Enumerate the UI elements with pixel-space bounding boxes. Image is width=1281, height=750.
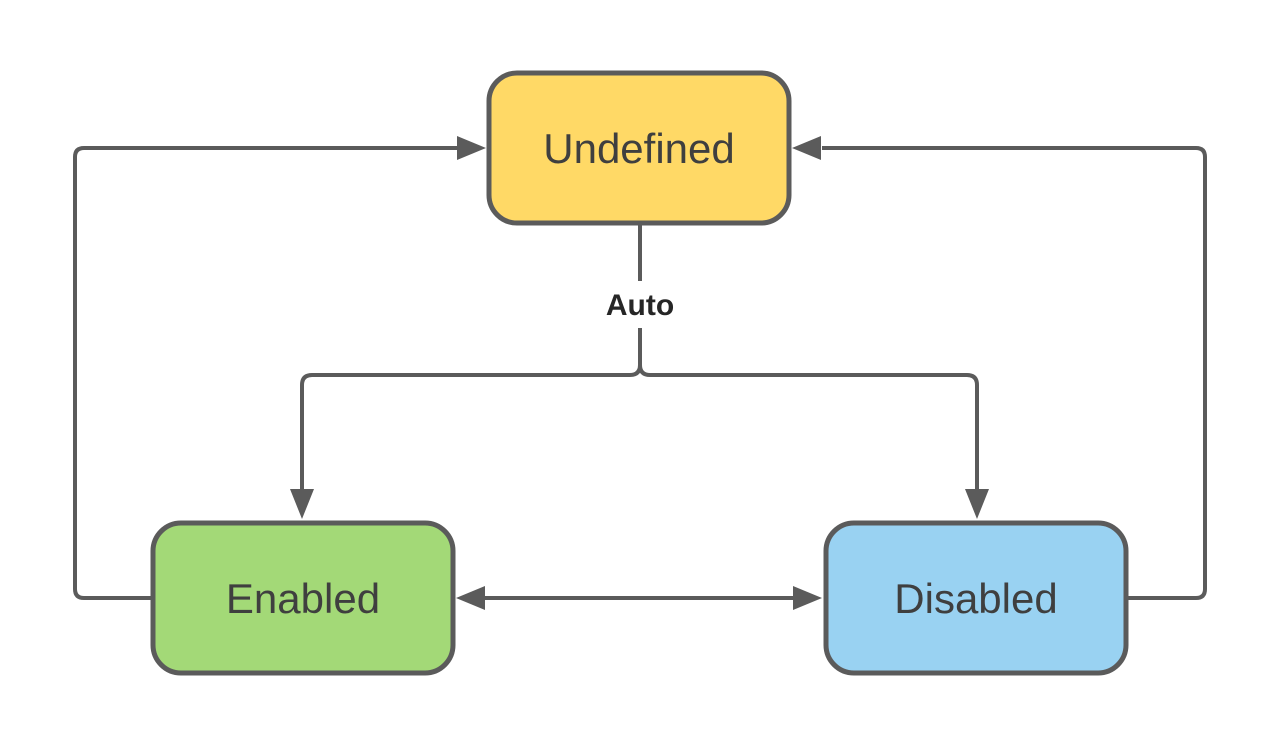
node-disabled-box	[823, 520, 1129, 676]
arrowhead-into-undefined-left-icon	[457, 136, 486, 160]
node-enabled-box	[150, 520, 456, 676]
arrowhead-into-enabled-top-icon	[290, 489, 314, 519]
edge-lines	[73, 146, 1207, 600]
node-labels: Undefined Enabled Disabled	[226, 125, 1058, 622]
arrowhead-into-enabled-right-icon	[456, 586, 485, 610]
arrowheads	[290, 136, 989, 610]
arrowhead-into-disabled-left-icon	[793, 586, 822, 610]
node-undefined-box	[486, 70, 792, 226]
edge-disabled-to-undefined	[822, 146, 1207, 600]
node-disabled-label: Disabled	[894, 575, 1057, 622]
node-enabled-label: Enabled	[226, 575, 380, 622]
edge-enabled-to-undefined	[73, 146, 458, 600]
edge-label-auto: Auto	[606, 289, 674, 322]
edge-auto-to-disabled	[638, 328, 979, 491]
arrowhead-into-disabled-top-icon	[965, 489, 989, 519]
nodes	[150, 70, 1129, 676]
arrowhead-into-undefined-right-icon	[792, 136, 821, 160]
node-undefined-label: Undefined	[543, 125, 734, 172]
